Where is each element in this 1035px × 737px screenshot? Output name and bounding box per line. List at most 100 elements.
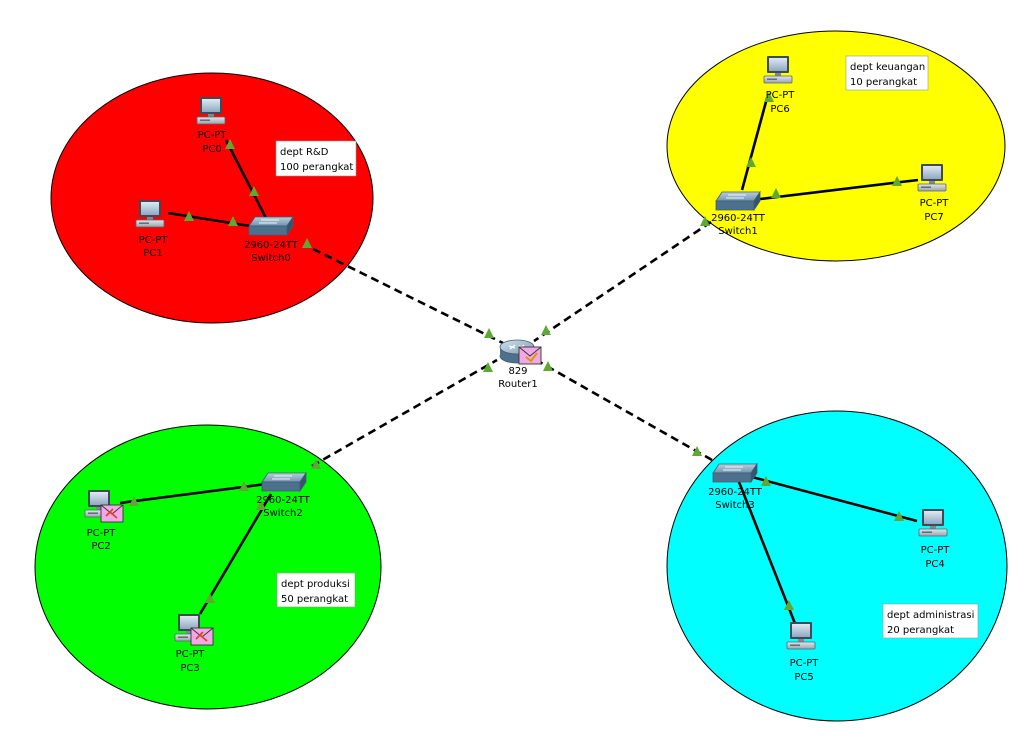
pc-name-label: PC6 bbox=[770, 104, 789, 115]
pc-icon bbox=[135, 199, 165, 228]
switch-icon bbox=[715, 191, 761, 211]
router-name-label: Router1 bbox=[498, 379, 538, 390]
access-links bbox=[119, 97, 919, 627]
link-up-indicator bbox=[541, 325, 551, 335]
switch-icon bbox=[248, 216, 294, 236]
note-title: dept administrasi bbox=[887, 610, 974, 621]
router-model-label: 829 bbox=[508, 366, 527, 377]
link-up-indicator bbox=[892, 176, 902, 186]
link-up-indicator bbox=[249, 186, 259, 196]
zone-produksi-area bbox=[34, 424, 382, 710]
link-up-indicator bbox=[184, 211, 194, 221]
note-count: 50 perangkat bbox=[281, 594, 348, 605]
link-up-indicator bbox=[543, 361, 553, 371]
link-up-indicator bbox=[483, 362, 493, 372]
zone-rnd-area bbox=[50, 72, 374, 324]
router1[interactable]: 829 Router1 bbox=[498, 339, 542, 390]
pc-name-label: PC1 bbox=[143, 248, 162, 259]
link-switch3-pc4[interactable] bbox=[751, 475, 918, 523]
note-count: 20 perangkat bbox=[887, 625, 954, 636]
switch1[interactable]: 2960-24TT Switch1 bbox=[711, 191, 766, 237]
pc-model-label: PC-PT bbox=[790, 658, 820, 669]
switch-model-label: 2960-24TT bbox=[708, 487, 763, 498]
pc-model-label: PC-PT bbox=[920, 198, 950, 209]
link-router-switch3[interactable] bbox=[535, 358, 713, 462]
pc-model-label: PC-PT bbox=[139, 235, 169, 246]
switch-model-label: 2960-24TT bbox=[256, 495, 311, 506]
note-count: 100 perangkat bbox=[280, 162, 353, 173]
link-up-indicator bbox=[129, 496, 139, 506]
note-keuangan[interactable]: dept keuangan 10 perangkat bbox=[845, 55, 929, 91]
note-title: dept R&D bbox=[280, 147, 329, 158]
pc-name-label: PC5 bbox=[794, 672, 813, 683]
link-up-indicator bbox=[302, 238, 312, 248]
switch0[interactable]: 2960-24TT Switch0 bbox=[244, 216, 299, 264]
link-switch1-pc7[interactable] bbox=[759, 178, 919, 201]
pc-name-label: PC2 bbox=[91, 541, 110, 552]
link-switch0-pc0[interactable] bbox=[224, 139, 270, 223]
link-up-indicator bbox=[311, 459, 321, 469]
pc-model-label: PC-PT bbox=[766, 90, 796, 101]
switch-model-label: 2960-24TT bbox=[244, 240, 299, 251]
pc-name-label: PC3 bbox=[180, 663, 199, 674]
link-switch1-pc6[interactable] bbox=[740, 97, 769, 191]
switch-icon bbox=[712, 463, 758, 483]
pc-icon bbox=[786, 621, 816, 650]
zone-administrasi-area bbox=[666, 410, 1008, 722]
note-administrasi[interactable]: dept administrasi 20 perangkat bbox=[882, 603, 979, 639]
pc-name-label: PC4 bbox=[925, 559, 944, 570]
pc-icon bbox=[196, 96, 226, 125]
note-produksi[interactable]: dept produksi 50 perangkat bbox=[276, 572, 356, 608]
link-up-indicator bbox=[239, 481, 249, 491]
pc1[interactable]: PC-PT PC1 bbox=[135, 199, 169, 259]
note-title: dept keuangan bbox=[850, 62, 925, 73]
switch-model-label: 2960-24TT bbox=[711, 213, 766, 224]
link-up-indicator bbox=[771, 188, 781, 198]
pc-model-label: PC-PT bbox=[176, 649, 206, 660]
pc4[interactable]: PC-PT PC4 bbox=[918, 508, 951, 570]
link-up-indicator bbox=[894, 511, 904, 521]
pc-name-label: PC7 bbox=[924, 212, 943, 223]
link-up-indicator bbox=[784, 600, 794, 610]
note-title: dept produksi bbox=[281, 579, 350, 590]
switch-name-label: Switch2 bbox=[263, 508, 302, 519]
link-router-switch2[interactable] bbox=[311, 358, 498, 468]
pc-icon bbox=[918, 508, 948, 537]
switch3[interactable]: 2960-24TT Switch3 bbox=[708, 463, 763, 511]
link-up-indicator bbox=[761, 476, 771, 486]
link-up-indicator bbox=[484, 328, 494, 338]
pc0[interactable]: PC-PT PC0 bbox=[196, 96, 228, 155]
pc-model-label: PC-PT bbox=[921, 545, 951, 556]
link-switch3-pc5[interactable] bbox=[737, 481, 798, 627]
pc-icon bbox=[917, 163, 947, 192]
pc5[interactable]: PC-PT PC5 bbox=[786, 621, 820, 683]
switch-name-label: Switch1 bbox=[718, 226, 757, 237]
link-status-indicators bbox=[129, 92, 904, 610]
link-up-indicator bbox=[692, 446, 702, 456]
pc6[interactable]: PC-PT PC6 bbox=[763, 55, 796, 115]
switch-name-label: Switch3 bbox=[715, 500, 754, 511]
pc7[interactable]: PC-PT PC7 bbox=[917, 163, 950, 223]
pc2[interactable]: PC-PT PC2 bbox=[84, 489, 124, 552]
switch-icon bbox=[261, 472, 307, 492]
link-up-indicator bbox=[225, 139, 235, 149]
note-rnd[interactable]: dept R&D 100 perangkat bbox=[275, 140, 357, 177]
link-up-indicator bbox=[256, 500, 266, 510]
link-switch2-pc3[interactable] bbox=[198, 493, 273, 615]
link-router-switch0[interactable] bbox=[312, 247, 504, 345]
pc-icon bbox=[763, 55, 793, 84]
link-up-indicator bbox=[700, 216, 710, 226]
link-up-indicator bbox=[228, 216, 238, 226]
pc3[interactable]: PC-PT PC3 bbox=[174, 613, 214, 674]
note-count: 10 perangkat bbox=[850, 77, 917, 88]
pc-model-label: PC-PT bbox=[198, 130, 228, 141]
pc-name-label: PC0 bbox=[202, 144, 221, 155]
link-up-indicator bbox=[746, 157, 756, 167]
link-up-indicator bbox=[764, 92, 774, 102]
switch2[interactable]: 2960-24TT Switch2 bbox=[256, 472, 311, 519]
router-links bbox=[311, 220, 713, 468]
pc-model-label: PC-PT bbox=[87, 528, 117, 539]
link-up-indicator bbox=[205, 593, 215, 603]
link-router-switch1[interactable] bbox=[533, 220, 712, 343]
